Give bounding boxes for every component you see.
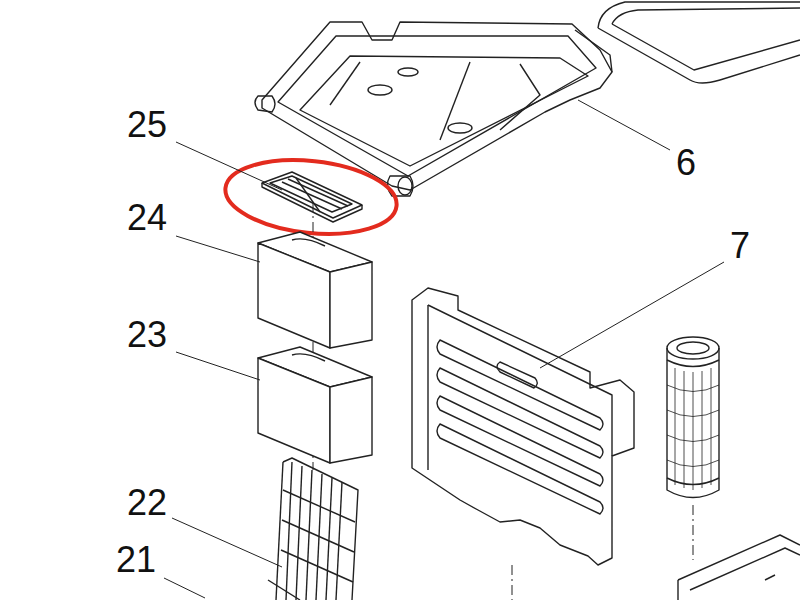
foam-block	[258, 347, 372, 463]
callout-number: 6	[676, 145, 696, 181]
callout-number: 7	[730, 228, 750, 264]
highlight-ellipse	[222, 152, 401, 242]
tray	[255, 22, 612, 196]
callout-number: 24	[127, 200, 167, 236]
callout-number: 22	[127, 485, 167, 521]
grid-insert	[268, 458, 358, 600]
housing	[678, 535, 800, 600]
foam-block	[258, 232, 372, 348]
baffle-plate	[412, 288, 634, 565]
cylinder-filter	[667, 337, 719, 498]
grate	[262, 172, 362, 222]
callout-number: 25	[127, 107, 167, 143]
callout-number: 23	[127, 317, 167, 353]
leader-lines	[164, 100, 724, 598]
callout-number: 21	[116, 542, 156, 578]
lid	[598, 2, 800, 83]
